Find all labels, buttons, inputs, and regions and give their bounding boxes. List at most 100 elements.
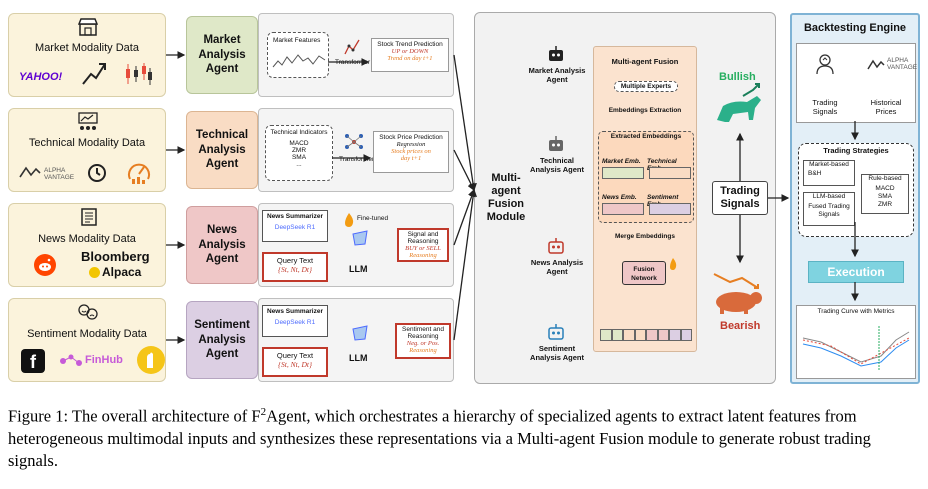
hand-icon [137,346,165,374]
stock-price-line: Stock prices on [391,148,431,155]
sentiment-emb-bar [649,203,691,215]
neural-net-icon [343,131,365,158]
caption-rest: Agent, which orchestrates a hierarchy of… [8,406,871,470]
merged-embedding-bar [600,329,692,341]
robot-technical-label: Technical Analysis Agent [530,156,584,174]
transformer-label: Transformer [339,156,375,163]
merge-embeddings-label: Merge Embeddings [615,233,675,240]
finhub-icon [59,354,85,373]
robot-market-icon [546,44,566,69]
rule-based-label: Rule-based [868,175,902,182]
news-summarizer-label: News Summarizer [267,308,323,315]
alphavantage-icon [867,58,885,76]
store-icon [77,18,99,39]
trading-signals-label: Trading Signals [720,185,760,210]
news-emb-label: News Emb. [602,194,637,201]
extracted-embeddings-label: Extracted Embeddings [610,133,682,140]
robot-news-icon [546,236,566,261]
news-emb-bar [602,203,644,215]
backtesting-title: Backtesting Engine [803,22,907,34]
historical-prices-label: Historical Prices [870,98,902,116]
query-vars: {St, Nt, Dt} [278,360,312,369]
alpaca-icon [89,267,100,278]
neg-pos-label: Neg. or Pos. [406,340,440,347]
llm-label: LLM [349,353,368,363]
news-query-box: Query Text {St, Nt, Dt} [262,252,328,282]
emotion-icon [77,303,99,324]
signal-reasoning-title: Signal and Reasoning [407,231,439,245]
deepseek-logo: DeepSeek R1 [274,319,316,326]
llm-icon [351,325,369,346]
robot-sentiment-icon [546,322,566,347]
trading-signals-input-label: Trading Signals [812,98,838,116]
technical-agent-box: Technical Analysis Agent [186,111,258,189]
trading-curve-box: Trading Curve with Metrics [796,305,916,379]
technical-modality-card: Technical Modality Data ALPHA VANTAGE [8,108,166,192]
arrows-layer [166,51,859,344]
rule-based-box: Rule-based MACD SMA ZMR [861,174,909,214]
newspaper-icon [79,208,99,229]
fusion-network-label: Fusion Network [631,266,657,282]
modality-label: Sentiment Modality Data [27,328,147,340]
stock-trend-title: Stock Trend Prediction [377,41,443,48]
growth-chart-icon [81,60,107,91]
bh-label: B&H [808,170,822,177]
alphavantage-label: ALPHA VANTAGE [44,167,75,181]
multi-agent-fusion-panel: Multi-agent Fusion Multiple Experts Embe… [593,46,697,352]
finhub-logo: FinHub [85,354,123,366]
trading-curve-plot [802,326,910,370]
caption-prefix: Figure 1: The overall architecture of F [8,406,261,426]
deepseek-logo: DeepSeek R1 [274,224,316,231]
bullish-label: Bullish [719,71,756,83]
history-icon [87,163,107,188]
multiple-experts-box: Multiple Experts [614,81,678,92]
market-agent-box: Market Analysis Agent [186,16,258,94]
analytics-icon [77,111,99,136]
fused-signals-label: Fused Trading Signals [808,203,850,218]
gauge-icon [127,159,151,190]
market-emb-label: Market Emb. [602,158,641,165]
market-features-box: Market Features [267,32,329,78]
market-modality-card: Market Modality Data YAHOO! [8,13,166,97]
news-summarizer-box: News Summarizer DeepSeek R1 [262,305,328,337]
caption-superscript: 2 [260,406,267,418]
stock-trend-box: Stock Trend Prediction UP or DOWN Trend … [371,38,449,72]
llm-label: LLM [349,264,368,274]
query-text-label: Query Text [276,351,314,360]
fine-tuned-label: Fine-tuned [357,215,389,222]
robot-market-label: Market Analysis Agent [528,66,586,84]
query-vars: {St, Nt, Dt} [278,265,312,274]
candlestick-icon [123,62,153,91]
execution-box: Execution [808,261,904,283]
indicator-macd: MACD [289,140,309,147]
signal-reasoning-box: Signal and Reasoning BUY or SELL Reasoni… [397,228,449,262]
stock-price-day: day t+1 [400,155,422,162]
bull-icon [713,82,769,135]
buy-sell-label: BUY or SELL [405,245,441,252]
indicator-zmr: ZMR [291,147,307,154]
bearish-label: Bearish [720,320,761,332]
strategies-box: Trading Strategies Market-based B&H LLM-… [798,143,914,237]
market-features-label: Market Features [273,37,321,44]
backtesting-engine: Backtesting Engine ALPHA VANTAGE Trading… [790,13,920,384]
news-summarizer-box: News Summarizer DeepSeek R1 [262,210,328,242]
figure-caption: Figure 1: The overall architecture of F2… [8,401,920,472]
market-features-sparkline [272,54,326,68]
strategies-title: Trading Strategies [823,146,889,155]
sentiment-panel: News Summarizer DeepSeek R1 Query Text {… [258,298,454,382]
extracted-embeddings-box: Extracted Embeddings Market Emb. Technic… [598,131,694,223]
alpaca-logo: Alpaca [102,265,142,279]
sentiment-reasoning-box: Sentiment and Reasoning Neg. or Pos. Rea… [395,323,451,359]
indicator-sma: SMA [291,154,307,161]
reasoning-label: Reasoning [409,347,437,354]
rule-items-label: MACD SMA ZMR [875,185,895,208]
news-summarizer-label: News Summarizer [267,213,323,220]
transformer-icon [343,38,361,61]
embeddings-extraction-label: Embeddings Extraction [608,107,682,114]
reasoning-label: Reasoning [409,252,437,259]
technical-indicators-title: Technical Indicators [270,129,328,136]
execution-label: Execution [827,265,885,279]
bear-icon [708,264,768,321]
technical-emb-bar [649,167,691,179]
modality-label: News Modality Data [38,233,136,245]
